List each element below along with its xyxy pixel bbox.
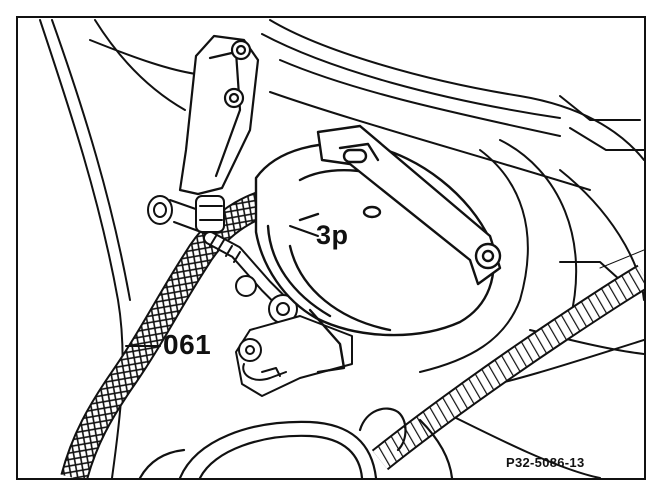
mounting-bracket [178,34,260,196]
vacuum-hose-061 [60,185,302,478]
callout-3p: 3p [316,220,349,250]
leader-lines [125,225,319,347]
vacuum-unit-3p [254,124,502,374]
figure-id: P32-5086-13 [506,455,585,470]
connecting-rod [203,231,298,324]
callout-061: 061 [163,329,212,360]
lower-components [138,407,454,478]
actuator-lever [235,315,353,397]
corrugated-hose [371,249,644,471]
bracket-bolt [147,195,225,237]
body-panel-lines [39,19,644,478]
leader-3p [289,225,319,237]
